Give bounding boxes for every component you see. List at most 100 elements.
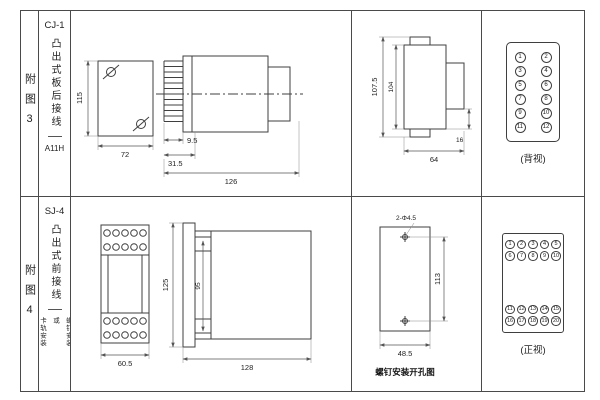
dim-side-height: 125 [161, 279, 170, 292]
sj4-drill-drawing: 2-Φ4.5 113 48.5 螺钉安装开孔图 [375, 215, 448, 377]
terminal-8: 8 [528, 251, 538, 261]
terminal-15: 15 [551, 304, 561, 314]
fig3-title-cell: CJ-1 凸出式板后接线 A11H [39, 11, 71, 197]
fig3-label-cell: 附图3 [21, 11, 39, 197]
terminal-7: 7 [514, 93, 526, 105]
separator-line [47, 309, 62, 310]
dim-front-width: 72 [121, 150, 129, 159]
sheet-grid: 附图3 CJ-1 凸出式板后接线 A11H [21, 11, 584, 391]
terminal-10: 10 [551, 251, 561, 261]
fig4-label: 附图4 [23, 263, 36, 325]
terminal-9: 9 [539, 251, 550, 261]
dim-drill-holes: 2-Φ4.5 [396, 215, 416, 222]
terminal-9: 9 [514, 107, 526, 119]
terminal-6: 6 [505, 251, 515, 261]
fig4-description: 凸出式前接线 [49, 224, 60, 302]
terminal-12: 12 [540, 121, 552, 133]
sj4-front-view [100, 224, 150, 344]
fig3-label: 附图3 [23, 73, 36, 134]
terminal-row: 11 12 [514, 121, 552, 133]
sj4-front-dims: 60.5 [100, 343, 150, 368]
terminal-16: 16 [505, 316, 515, 326]
terminal-20: 20 [551, 316, 561, 326]
terminal-14: 14 [539, 304, 550, 314]
cj1-dimension-drawing: 115 72 9.5 [75, 55, 303, 186]
dim-flange-length: 31.5 [168, 159, 183, 168]
fig3-model: CJ-1 [44, 20, 65, 31]
dim-inner-height: 104 [388, 81, 395, 92]
fig4-mount-notes: 卡轨安装 或 螺钉安装 [39, 317, 71, 347]
sj4-side-view [182, 222, 312, 348]
dim-front-width: 60.5 [118, 359, 133, 368]
terminal-2: 2 [540, 51, 552, 63]
fig4-model: SJ-4 [44, 206, 65, 217]
sj4-side-dims: 125 95 128 [161, 222, 312, 372]
terminal-6: 6 [540, 79, 552, 91]
drawing-sheet: 附图3 CJ-1 凸出式板后接线 A11H [20, 10, 585, 392]
dim-front-height: 115 [75, 92, 84, 104]
dim-step: 16 [456, 137, 464, 144]
terminal-10: 10 [540, 107, 552, 119]
terminal-3: 3 [528, 239, 538, 249]
cj1-rear-dims: 107.5 104 16 64 [370, 36, 472, 164]
sj4-main-drawing-cell: 60.5 125 95 [71, 197, 352, 391]
terminal-4: 4 [540, 65, 552, 77]
terminal-11: 11 [505, 304, 515, 314]
mount-note-1: 卡轨安装 [39, 317, 46, 347]
separator-line [47, 136, 62, 137]
terminal-19: 19 [539, 316, 550, 326]
sj4-drill-drawing-cell: 2-Φ4.5 113 48.5 螺钉安装开孔图 [352, 197, 482, 391]
terminal-7: 7 [516, 251, 527, 261]
terminal-8: 8 [540, 93, 552, 105]
cj1-front-dims: 115 72 [75, 60, 154, 159]
cj1-main-drawing-cell: 115 72 9.5 [71, 11, 352, 197]
terminal-12: 12 [516, 304, 527, 314]
fig4-title-cell: SJ-4 凸出式前接线 卡轨安装 或 螺钉安装 [39, 197, 71, 391]
mount-note-3: 螺钉安装 [64, 317, 71, 347]
dim-inner-height: 95 [195, 282, 202, 290]
sj4-dimension-drawing: 60.5 125 95 [100, 222, 312, 372]
back-view-label: (背视) [520, 154, 546, 165]
terminal-1: 1 [514, 51, 526, 63]
sj4-drill-outline [379, 226, 431, 332]
sj4-drill-dims: 2-Φ4.5 113 48.5 [379, 215, 448, 358]
drill-caption: 螺钉安装开孔图 [375, 367, 435, 377]
dim-drill-width: 48.5 [398, 349, 413, 358]
mount-note-2: 或 [51, 317, 59, 325]
cj1-rear-dimension-drawing: 107.5 104 16 64 [370, 36, 472, 164]
terminal-17: 17 [516, 316, 527, 326]
dim-pin-length: 9.5 [187, 136, 197, 145]
dim-drill-height: 113 [433, 273, 442, 285]
cj1-side-view [156, 55, 303, 133]
terminal-row: 9 10 [514, 107, 552, 119]
fig3-description: 凸出式板后接线 [49, 38, 60, 129]
cj1-rear-profile [403, 36, 465, 138]
terminal-18: 18 [528, 316, 538, 326]
drill-holes [400, 232, 410, 326]
dim-total-length: 126 [225, 177, 238, 186]
dim-depth: 64 [430, 155, 438, 164]
terminal-11: 11 [514, 121, 526, 133]
terminal-5: 5 [514, 79, 526, 91]
terminal-3: 3 [514, 65, 526, 77]
terminal-4: 4 [539, 239, 550, 249]
dim-outer-height: 107.5 [370, 78, 379, 97]
terminal-5: 5 [551, 239, 561, 249]
cj1-side-dims: 9.5 31.5 126 [163, 121, 300, 186]
dim-side-width: 128 [241, 363, 254, 372]
front-view-label: (正视) [520, 344, 546, 356]
terminal-1: 1 [505, 239, 515, 249]
